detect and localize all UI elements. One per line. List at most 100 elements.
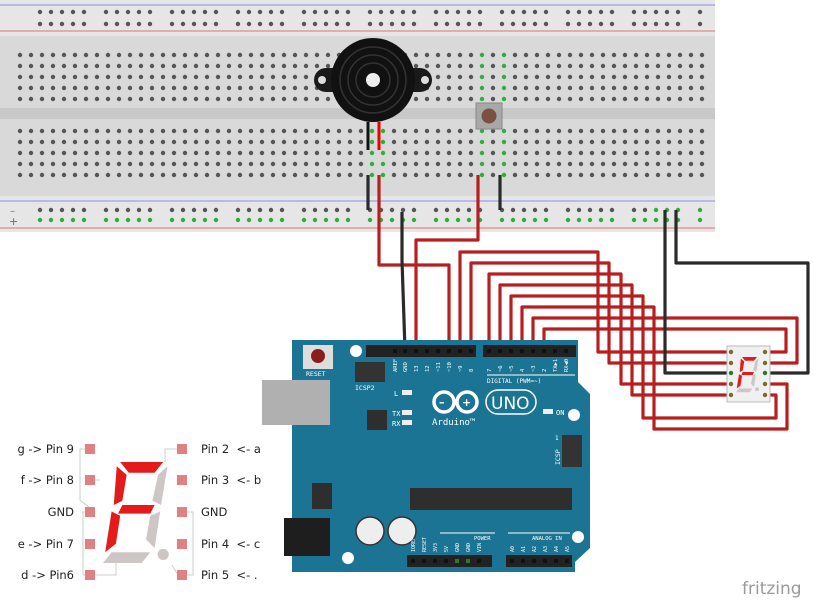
breadboard-hole[interactable] bbox=[160, 74, 166, 80]
header-pin[interactable] bbox=[433, 559, 437, 563]
rail-hole[interactable] bbox=[246, 207, 252, 213]
breadboard-hole[interactable] bbox=[50, 150, 56, 156]
rail-hole[interactable] bbox=[697, 207, 703, 213]
breadboard-hole[interactable] bbox=[534, 150, 540, 156]
breadboard-hole[interactable] bbox=[171, 150, 177, 156]
breadboard-hole[interactable] bbox=[336, 150, 342, 156]
rail-hole[interactable] bbox=[246, 9, 252, 15]
rail-hole[interactable] bbox=[345, 217, 351, 223]
breadboard-hole[interactable] bbox=[303, 52, 309, 58]
breadboard-hole[interactable] bbox=[270, 128, 276, 134]
rail-hole[interactable] bbox=[587, 21, 593, 27]
breadboard-hole[interactable] bbox=[61, 85, 67, 91]
rail-hole[interactable] bbox=[257, 207, 263, 213]
rail-hole[interactable] bbox=[433, 207, 439, 213]
breadboard-hole[interactable] bbox=[446, 139, 452, 145]
breadboard-hole[interactable] bbox=[391, 161, 397, 167]
rail-hole[interactable] bbox=[466, 207, 472, 213]
breadboard-hole[interactable] bbox=[633, 128, 639, 134]
breadboard-hole[interactable] bbox=[193, 150, 199, 156]
breadboard-hole[interactable] bbox=[589, 139, 595, 145]
rail-hole[interactable] bbox=[664, 9, 670, 15]
rail-hole[interactable] bbox=[147, 9, 153, 15]
breadboard-hole[interactable] bbox=[50, 52, 56, 58]
rail-hole[interactable] bbox=[444, 9, 450, 15]
breadboard-hole[interactable] bbox=[149, 128, 155, 134]
breadboard-hole[interactable] bbox=[105, 85, 111, 91]
breadboard-hole[interactable] bbox=[39, 52, 45, 58]
power-header[interactable] bbox=[407, 555, 492, 567]
breadboard-hole[interactable] bbox=[479, 85, 485, 91]
breadboard-hole[interactable] bbox=[688, 85, 694, 91]
rail-hole[interactable] bbox=[598, 217, 604, 223]
breadboard-hole[interactable] bbox=[292, 63, 298, 69]
rail-hole[interactable] bbox=[191, 21, 197, 27]
breadboard-hole[interactable] bbox=[193, 85, 199, 91]
breadboard-hole[interactable] bbox=[688, 52, 694, 58]
breadboard-hole[interactable] bbox=[50, 85, 56, 91]
breadboard-hole[interactable] bbox=[61, 150, 67, 156]
breadboard-hole[interactable] bbox=[567, 74, 573, 80]
rail-hole[interactable] bbox=[59, 207, 65, 213]
breadboard-hole[interactable] bbox=[83, 161, 89, 167]
rail-hole[interactable] bbox=[268, 207, 274, 213]
breadboard-hole[interactable] bbox=[424, 172, 430, 178]
breadboard-hole[interactable] bbox=[17, 74, 23, 80]
rail-hole[interactable] bbox=[664, 21, 670, 27]
breadboard-hole[interactable] bbox=[611, 74, 617, 80]
breadboard-hole[interactable] bbox=[578, 85, 584, 91]
breadboard-hole[interactable] bbox=[237, 128, 243, 134]
breadboard-hole[interactable] bbox=[314, 139, 320, 145]
breadboard-hole[interactable] bbox=[325, 96, 331, 102]
rail-hole[interactable] bbox=[114, 207, 120, 213]
breadboard-hole[interactable] bbox=[545, 161, 551, 167]
breadboard-hole[interactable] bbox=[424, 161, 430, 167]
rail-hole[interactable] bbox=[70, 217, 76, 223]
rail-hole[interactable] bbox=[312, 21, 318, 27]
rail-hole[interactable] bbox=[147, 207, 153, 213]
breadboard-hole[interactable] bbox=[226, 52, 232, 58]
breadboard-hole[interactable] bbox=[336, 161, 342, 167]
rail-hole[interactable] bbox=[444, 21, 450, 27]
breadboard-hole[interactable] bbox=[633, 150, 639, 156]
rail-hole[interactable] bbox=[609, 9, 615, 15]
breadboard-hole[interactable] bbox=[435, 161, 441, 167]
breadboard-hole[interactable] bbox=[347, 161, 353, 167]
breadboard-hole[interactable] bbox=[259, 85, 265, 91]
rail-hole[interactable] bbox=[510, 207, 516, 213]
breadboard-hole[interactable] bbox=[303, 172, 309, 178]
rail-hole[interactable] bbox=[334, 217, 340, 223]
breadboard-hole[interactable] bbox=[28, 128, 34, 134]
rail-hole[interactable] bbox=[37, 9, 43, 15]
breadboard-hole[interactable] bbox=[688, 161, 694, 167]
breadboard-hole[interactable] bbox=[72, 139, 78, 145]
breadboard-hole[interactable] bbox=[578, 63, 584, 69]
display-pin[interactable] bbox=[728, 392, 734, 398]
breadboard-hole[interactable] bbox=[523, 63, 529, 69]
rail-hole[interactable] bbox=[37, 217, 43, 223]
breadboard-hole[interactable] bbox=[413, 52, 419, 58]
header-pin[interactable] bbox=[469, 349, 473, 353]
breadboard-hole[interactable] bbox=[138, 139, 144, 145]
breadboard-hole[interactable] bbox=[116, 139, 122, 145]
breadboard-hole[interactable] bbox=[589, 85, 595, 91]
rail-hole[interactable] bbox=[268, 217, 274, 223]
breadboard-hole[interactable] bbox=[644, 161, 650, 167]
rail-hole[interactable] bbox=[345, 21, 351, 27]
breadboard-hole[interactable] bbox=[501, 172, 507, 178]
breadboard-hole[interactable] bbox=[204, 139, 210, 145]
display-pin[interactable] bbox=[762, 381, 768, 387]
rail-hole[interactable] bbox=[675, 21, 681, 27]
breadboard-hole[interactable] bbox=[281, 172, 287, 178]
breadboard-hole[interactable] bbox=[655, 52, 661, 58]
breadboard-hole[interactable] bbox=[17, 52, 23, 58]
breadboard-hole[interactable] bbox=[215, 161, 221, 167]
breadboard-hole[interactable] bbox=[391, 150, 397, 156]
breadboard-hole[interactable] bbox=[655, 85, 661, 91]
breadboard-hole[interactable] bbox=[83, 52, 89, 58]
breadboard-hole[interactable] bbox=[83, 150, 89, 156]
rail-hole[interactable] bbox=[565, 9, 571, 15]
breadboard-hole[interactable] bbox=[215, 128, 221, 134]
breadboard-hole[interactable] bbox=[391, 139, 397, 145]
rail-hole[interactable] bbox=[510, 9, 516, 15]
